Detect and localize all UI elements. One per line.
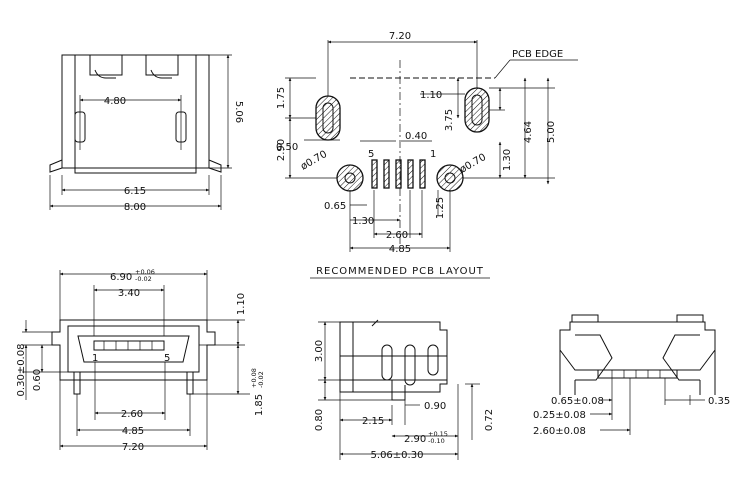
- dim-185-tol-minus: -0.02: [257, 371, 265, 388]
- dim-720-front: 7.20: [122, 442, 144, 453]
- dim-060: 0.60: [32, 369, 43, 391]
- side-view: 3.00 0.80 0.90 2.15 0.72 2.90 +0.15 -0.1…: [314, 319, 495, 461]
- dim-185-tol-plus: +0.08: [250, 368, 258, 388]
- dim-690-tol-plus: +0.06: [135, 268, 155, 276]
- dim-hole-left: ø0.70: [299, 149, 329, 173]
- dim-290-tol-plus: +0.15: [428, 430, 448, 438]
- top-left-view: 4.80 6.15 8.00 5.06: [49, 54, 244, 213]
- dim-185: 1.85: [254, 394, 265, 416]
- dim-110: 1.10: [420, 90, 442, 101]
- dim-035-right: 0.35: [708, 396, 730, 407]
- dim-485: 4.85: [389, 244, 411, 255]
- front-pin-5-label: 5: [164, 353, 170, 364]
- dim-065: 0.65: [324, 201, 346, 212]
- dim-090: 0.90: [424, 401, 446, 412]
- pcb-layout-title: RECOMMENDED PCB LAYOUT: [316, 266, 484, 277]
- dim-506: 5.06±0.30: [371, 450, 424, 461]
- dim-pitch-480: 4.80: [104, 96, 126, 107]
- right-view: 0.65±0.08 0.35 0.25±0.08 2.60±0.08: [533, 314, 730, 437]
- pcb-edge-label: PCB EDGE: [512, 49, 563, 60]
- dim-175: 1.75: [276, 87, 287, 109]
- front-pin-1-label: 1: [92, 353, 98, 364]
- dim-464: 4.64: [523, 121, 534, 143]
- dim-065-right: 0.65±0.08: [551, 396, 604, 407]
- dim-125: 1.25: [435, 197, 446, 219]
- dim-260-right: 2.60±0.08: [533, 426, 586, 437]
- dim-072: 0.72: [484, 409, 495, 431]
- dim-080: 0.80: [314, 409, 325, 431]
- dim-hole-right: ø0.70: [458, 152, 488, 176]
- dim-215: 2.15: [362, 416, 384, 427]
- dim-340: 3.40: [118, 288, 140, 299]
- dim-040: 0.40: [405, 131, 427, 142]
- dim-110-front: 1.10: [236, 293, 247, 315]
- dim-030: 0.30±0.08: [16, 344, 27, 397]
- dim-690: 6.90: [110, 272, 132, 283]
- dim-720: 7.20: [389, 31, 411, 42]
- dim-130-bottom: 1.30: [352, 216, 374, 227]
- dim-050: 0.50: [276, 142, 298, 153]
- dim-290: 2.90: [276, 139, 287, 161]
- dim-width-800: 8.00: [124, 202, 146, 213]
- dim-290-tol-minus: -0.10: [428, 437, 445, 445]
- dim-260-front: 2.60: [121, 409, 143, 420]
- dim-width-615: 6.15: [124, 186, 146, 197]
- pcb-layout-view: PCB EDGE 7.20 1.75 2.90 0.50 ø0.70: [276, 31, 578, 279]
- dim-375: 3.75: [444, 109, 455, 131]
- dim-485-front: 4.85: [122, 426, 144, 437]
- dim-260: 2.60: [386, 230, 408, 241]
- dim-025-right: 0.25±0.08: [533, 410, 586, 421]
- dim-290-side: 2.90: [404, 434, 426, 445]
- dim-300: 3.00: [314, 340, 325, 362]
- dim-690-tol-minus: -0.02: [135, 275, 152, 283]
- pcb-pin-1-label: 1: [430, 149, 436, 160]
- dim-500: 5.00: [546, 121, 557, 143]
- dim-130-right: 1.30: [502, 149, 513, 171]
- dim-height-506: 5.06: [233, 101, 244, 123]
- front-view: 1 5 6.90 +0.06 -0.02 3.40 1.10 0.30±0.08…: [16, 268, 265, 453]
- pcb-pin-5-label: 5: [368, 149, 374, 160]
